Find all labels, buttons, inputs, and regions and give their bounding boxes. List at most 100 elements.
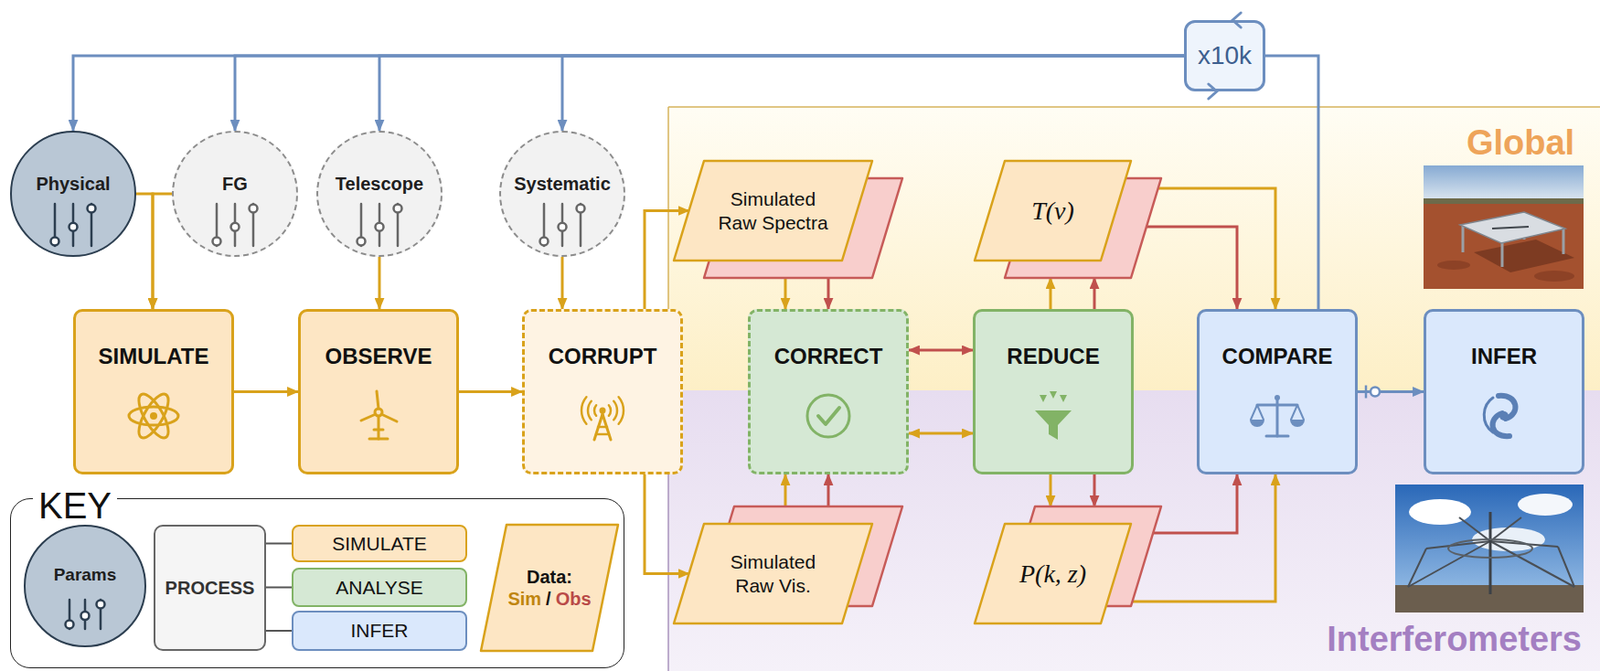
connector xyxy=(561,256,565,310)
slider-knob xyxy=(576,204,586,214)
antenna-leg xyxy=(1562,228,1566,255)
global-telescope-photo xyxy=(1423,165,1584,289)
text-area: INFER xyxy=(1426,342,1582,371)
process-box: CORRECT xyxy=(747,309,909,475)
icon-stroke xyxy=(581,396,587,425)
icon-stroke xyxy=(381,414,397,422)
text-row: KEY xyxy=(32,487,118,524)
param-circle-dashed: FG xyxy=(171,130,299,257)
connector xyxy=(266,629,292,632)
icon-stroke xyxy=(596,433,609,437)
icon-stroke xyxy=(818,407,840,425)
region-label: Interferometers xyxy=(1326,618,1582,661)
text-row: Simulated Raw Vis. xyxy=(714,550,832,597)
node-label: Physical xyxy=(35,170,110,197)
photo-horizon xyxy=(1423,198,1584,204)
icon-stroke xyxy=(1483,397,1494,433)
simulated-data-outline xyxy=(974,160,1131,261)
icon-group xyxy=(1249,394,1305,437)
text-area: P(k, z) xyxy=(974,523,1131,624)
photo-texture xyxy=(1534,270,1575,282)
slider-knob xyxy=(540,237,549,246)
connector xyxy=(1093,474,1097,507)
icon-stroke xyxy=(1249,419,1265,427)
connector xyxy=(827,277,831,310)
text-row: INFER xyxy=(351,618,409,642)
icon-stroke xyxy=(369,437,388,441)
photo-cloud xyxy=(1408,499,1472,525)
simulated-data-outline xyxy=(480,524,619,651)
loop-arrowhead xyxy=(1232,12,1241,28)
antenna-leg xyxy=(1501,241,1504,267)
node-label: INFER xyxy=(1471,342,1537,371)
icon-stroke xyxy=(361,414,376,421)
icon-stroke xyxy=(1034,410,1072,440)
slider-knob xyxy=(249,204,258,214)
photo-shadow xyxy=(1473,239,1575,273)
text-area: Params xyxy=(25,563,145,587)
icon-group xyxy=(1034,391,1072,440)
param-circle-dashed: Systematic xyxy=(499,130,626,257)
node-label: Params xyxy=(53,563,118,587)
icon-stroke xyxy=(618,396,624,425)
simulated-data-outline xyxy=(974,523,1131,624)
icon-stroke xyxy=(1297,405,1304,420)
icon-stroke xyxy=(1250,405,1258,420)
region-border xyxy=(668,106,1600,108)
node-label: CORRUPT xyxy=(548,342,658,371)
connector xyxy=(266,543,292,545)
text-row: P(k, z) xyxy=(1019,558,1087,590)
photo-sky xyxy=(1423,165,1584,204)
node-label: FG xyxy=(222,170,248,197)
process-box: COMPARE xyxy=(1196,309,1358,475)
connector xyxy=(378,256,382,310)
slider-symbol xyxy=(57,596,113,633)
legend-box: KEYParamsPROCESSSIMULATEANALYSEINFERData… xyxy=(10,498,625,669)
text-area: SIMULATE xyxy=(75,342,232,371)
node-label: Systematic xyxy=(513,170,611,197)
slider-knob xyxy=(394,204,403,214)
slider-knob xyxy=(68,222,77,231)
text-row: Physical xyxy=(35,170,110,197)
text-area: Physical xyxy=(11,170,135,197)
icon-stroke xyxy=(597,426,608,429)
connector xyxy=(1146,226,1238,310)
text-row: SIMULATE xyxy=(98,342,210,371)
slider-knob xyxy=(357,237,366,246)
slider-symbol xyxy=(534,200,590,250)
node-label: / xyxy=(545,587,552,610)
text-area: Simulated Raw Vis. xyxy=(673,523,873,624)
node-label: SIMULATE xyxy=(98,342,210,371)
photo-ground xyxy=(1423,200,1584,289)
parallelogram-shape xyxy=(673,160,873,261)
interferometer-photo xyxy=(1395,484,1584,613)
icon-stroke xyxy=(1276,397,1280,437)
data-parallelogram: Data:Sim/Obs xyxy=(480,524,619,651)
icon-stroke xyxy=(1266,435,1289,438)
atom-orbit xyxy=(133,390,174,443)
simulated-data-outline xyxy=(673,160,873,261)
node-label: P(k, z) xyxy=(1019,558,1087,590)
icon-group xyxy=(1483,395,1515,437)
node-label: Simulated Raw Vis. xyxy=(714,550,832,597)
node-label: CORRECT xyxy=(774,342,884,371)
connector xyxy=(908,432,973,436)
text-area: Data:Sim/Obs xyxy=(480,524,619,651)
text-row: Systematic xyxy=(513,170,611,197)
icon-ring xyxy=(807,394,850,438)
slider-knob xyxy=(86,203,96,213)
antenna-plate xyxy=(1460,212,1566,244)
connector xyxy=(827,474,831,507)
node-label: ANALYSE xyxy=(335,576,423,599)
slider-knob xyxy=(231,223,240,232)
antenna-mast xyxy=(1489,512,1493,595)
parallelogram-shape xyxy=(673,523,873,624)
icon-group xyxy=(361,391,397,439)
atom-orbit xyxy=(133,390,174,443)
text-row: SIMULATE xyxy=(331,532,427,555)
icon-stroke xyxy=(587,401,592,421)
text-area: INFER xyxy=(293,612,466,650)
icon-dot xyxy=(1499,411,1509,421)
text-row: CORRECT xyxy=(774,342,884,371)
legend-item: INFER xyxy=(291,610,468,651)
